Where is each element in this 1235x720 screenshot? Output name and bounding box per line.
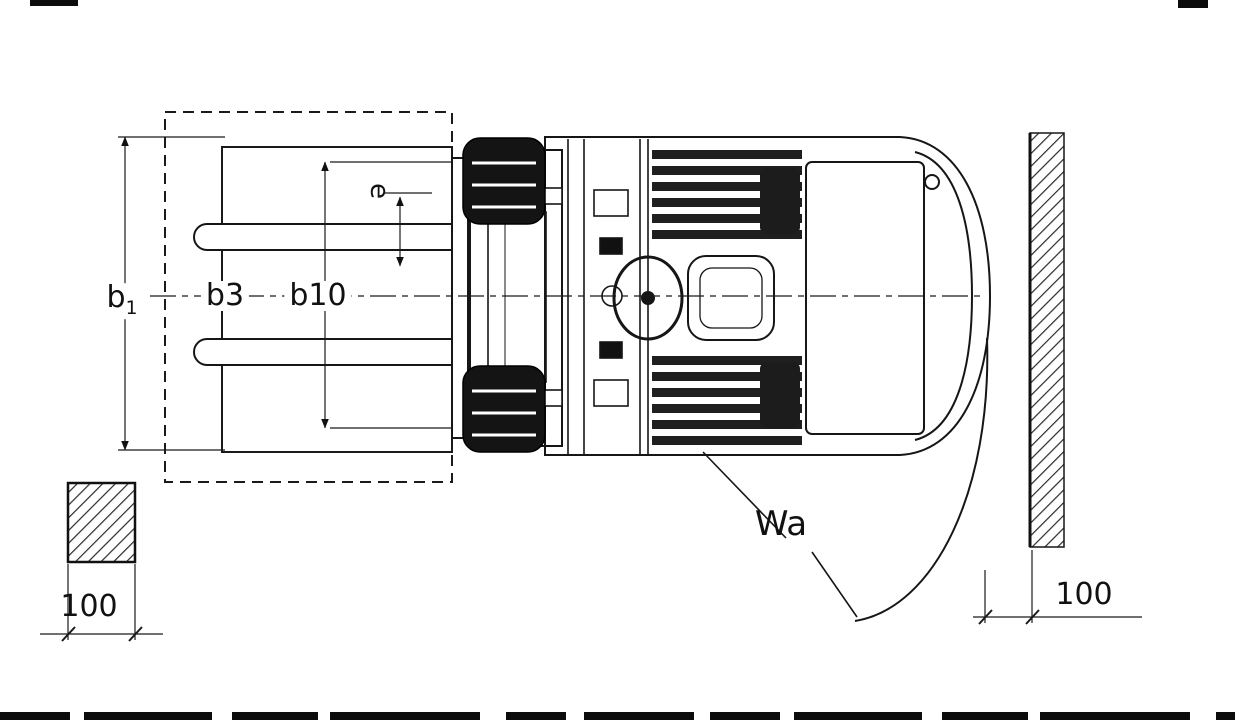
overhead-guard-slats [652,150,802,445]
dim-label-100-left: 100 [60,589,118,624]
dim-label-e: e [364,183,394,199]
wheel-treads [472,161,536,437]
seat [687,255,775,341]
left-wall-block [66,481,137,564]
turning-radius-arc [702,337,989,622]
front-wheels [462,137,546,453]
dim-label-b3: b3 [200,281,250,311]
steering-wheel [612,255,684,341]
b1-subscript: 1 [125,298,138,320]
left-clearance-dimension [40,564,163,642]
dim-label-b1: b1 [101,280,143,320]
right-wall [1028,132,1065,548]
b1-base: b [106,280,126,316]
dim-label-100-right: 100 [1055,577,1113,612]
right-clearance-dimension [973,550,1142,625]
dim-label-b10: b10 [284,281,352,311]
dim-label-wa: Wa [754,504,808,544]
roof-panel [760,161,925,435]
